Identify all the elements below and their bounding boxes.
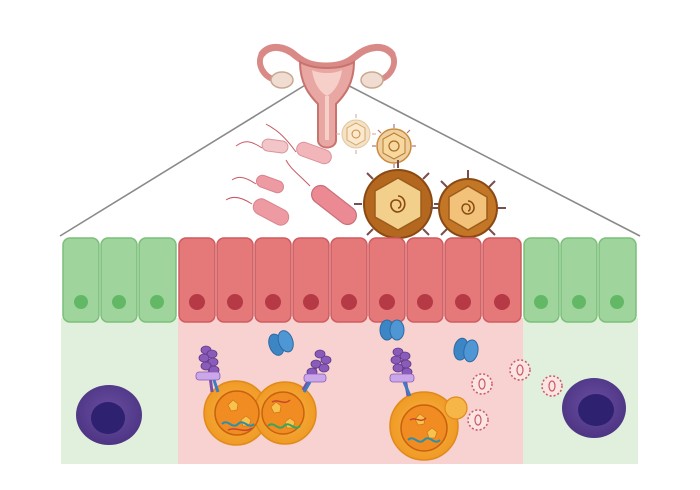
infected-epithelium [178, 237, 522, 323]
infected-cell-icon [203, 380, 317, 446]
healthy-epithelium-right [523, 237, 637, 323]
infected-cell-icon [389, 391, 468, 461]
epithelial-cell [138, 237, 177, 323]
epithelial-cell [444, 237, 482, 323]
epithelial-cell [254, 237, 292, 323]
antibody-icon [379, 319, 405, 341]
cell-nucleus [455, 294, 471, 310]
antibody-icon [453, 337, 479, 363]
cell-nucleus [379, 294, 395, 310]
healthy-epithelium-left [62, 237, 177, 323]
epithelial-cell [523, 237, 560, 323]
immune-cell-icon [562, 378, 626, 438]
cell-nucleus [572, 295, 586, 309]
bacterium-icon [231, 174, 285, 194]
cell-nucleus [150, 295, 164, 309]
cell-nucleus [341, 294, 357, 310]
cell-nucleus [417, 294, 433, 310]
cell-nucleus [303, 294, 319, 310]
herpes-virus-large-2 [430, 170, 506, 246]
epithelial-cell [62, 237, 100, 323]
bacterium-icon [235, 138, 289, 154]
epithelial-cell [178, 237, 216, 323]
bacterium-icon [225, 196, 290, 226]
epithelial-cell [598, 237, 637, 323]
epithelial-cell [406, 237, 444, 323]
epithelial-cell [100, 237, 138, 323]
cell-nucleus [74, 295, 88, 309]
bacterium-icon [265, 123, 332, 165]
epithelial-cell [292, 237, 330, 323]
cell-nucleus [112, 295, 126, 309]
cell-nucleus [610, 295, 624, 309]
small-virus-icon [541, 375, 563, 397]
small-virus-icon [509, 359, 531, 381]
epithelial-cell [482, 237, 522, 323]
cell-nucleus [494, 294, 510, 310]
viral-glycoprotein-receptor [389, 347, 415, 397]
immune-cell-icon [76, 385, 142, 445]
magnification-lines [59, 75, 641, 237]
viral-glycoprotein-receptor [301, 349, 332, 393]
epithelial-cell [330, 237, 368, 323]
bacteria-group [225, 123, 357, 226]
small-virus-icon [467, 409, 489, 431]
cell-nucleus [227, 294, 243, 310]
herpes-virus-small-2 [372, 124, 416, 168]
herpes-virus-small-1 [336, 114, 376, 154]
small-virus-icon [471, 373, 493, 395]
cell-nucleus [189, 294, 205, 310]
epithelial-cell [216, 237, 254, 323]
viral-glycoprotein-receptor [195, 345, 221, 393]
epithelial-cell [560, 237, 598, 323]
herpes-virus-large-1 [354, 160, 442, 248]
cell-nucleus [265, 294, 281, 310]
cell-nucleus [534, 295, 548, 309]
antibody-icon [268, 330, 294, 356]
uterus-icon [256, 44, 398, 149]
bacterium-icon [285, 159, 357, 226]
